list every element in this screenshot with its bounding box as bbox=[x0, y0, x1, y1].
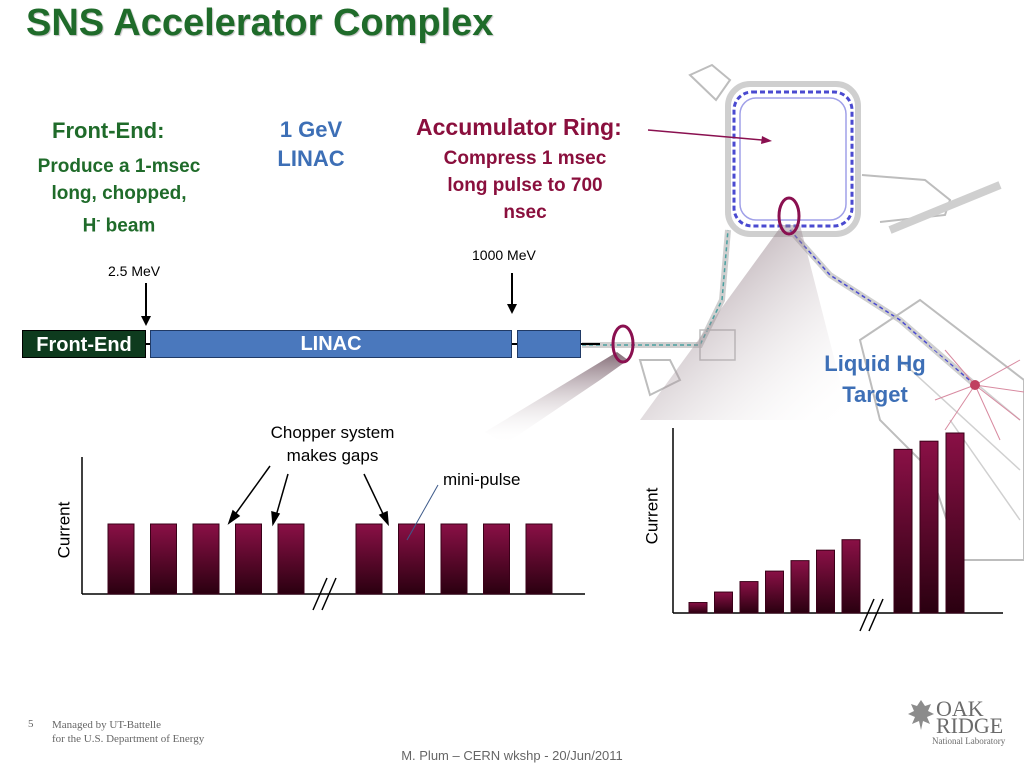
mini-pulse-bar bbox=[107, 523, 135, 595]
h-ion-charge: - bbox=[96, 213, 101, 227]
mini-pulse-pointer bbox=[406, 484, 439, 541]
h-ion-symbol: H bbox=[82, 215, 97, 237]
mini-pulse-bar bbox=[192, 523, 220, 595]
magnifier-cone-linac bbox=[485, 352, 628, 444]
ring-desc-line1: Compress 1 msec bbox=[443, 148, 607, 169]
ornl-leaf-icon bbox=[908, 700, 934, 730]
front-end-desc-line2: long, chopped, bbox=[51, 183, 187, 204]
front-end-desc-line1: Produce a 1-msec bbox=[37, 156, 201, 177]
energy-label-2-5mev: 2.5 MeV bbox=[108, 263, 161, 279]
beam-word: beam bbox=[100, 215, 156, 237]
highlight-ellipse-ring bbox=[777, 196, 801, 236]
chopper-label: Chopper system makes gaps bbox=[255, 421, 410, 467]
plot-left-pulses bbox=[107, 523, 553, 595]
magnifier-cone-ring bbox=[640, 225, 850, 420]
linac-box: LINAC bbox=[150, 330, 512, 358]
mini-pulse-bar bbox=[398, 523, 425, 595]
chopper-label-line2: makes gaps bbox=[286, 446, 379, 465]
accumulated-pulse-bar bbox=[816, 549, 835, 614]
accumulated-pulse-bar bbox=[739, 581, 759, 614]
chopper-label-line1: Chopper system bbox=[270, 423, 395, 442]
plot-right-ylabel: Current bbox=[642, 487, 662, 545]
target-label: Liquid Hg Target bbox=[810, 348, 940, 410]
footer-managed-by: Managed by UT-Battelle for the U.S. Depa… bbox=[52, 718, 204, 746]
mini-pulse-bar bbox=[525, 523, 553, 595]
front-end-box: Front-End bbox=[22, 330, 146, 358]
accumulated-pulse-bar bbox=[841, 539, 861, 614]
accumulated-pulse-bar bbox=[765, 570, 784, 614]
energy-label-1000mev: 1000 MeV bbox=[472, 247, 536, 263]
linac-heading-line2: LINAC bbox=[277, 146, 345, 171]
accumulated-pulse-bar bbox=[688, 602, 708, 614]
mini-pulse-bar bbox=[277, 523, 305, 595]
ring-heading: Accumulator Ring: bbox=[416, 114, 622, 140]
mini-pulse-label: mini-pulse bbox=[443, 470, 521, 489]
footer-credit: M. Plum – CERN wkshp - 20/Jun/2011 bbox=[401, 748, 623, 763]
linac-heading: 1 GeV LINAC bbox=[266, 115, 356, 173]
target-label-line1: Liquid Hg bbox=[824, 351, 926, 376]
accumulated-pulse-bar bbox=[945, 432, 965, 614]
footer-managed-line1: Managed by UT-Battelle bbox=[52, 719, 161, 731]
linac-box-end bbox=[517, 330, 581, 358]
front-end-desc-line3: H- beam bbox=[14, 207, 224, 239]
ring-description: Compress 1 msec long pulse to 700 nsec bbox=[425, 145, 625, 226]
plot-left-ylabel: Current bbox=[54, 501, 74, 559]
ornl-logo-oak: OAK bbox=[936, 696, 984, 721]
front-end-description: Produce a 1-msec long, chopped, H- beam bbox=[14, 153, 224, 239]
ring-facility-layout bbox=[582, 63, 1024, 561]
mini-pulse-bar bbox=[355, 523, 383, 595]
mini-pulse-bar bbox=[483, 523, 510, 595]
plot-right-pulses bbox=[688, 432, 965, 614]
accumulated-pulse-bar bbox=[893, 448, 913, 614]
mini-pulse-bar bbox=[235, 523, 262, 595]
mini-pulse-bar bbox=[440, 523, 468, 595]
chopper-arrows bbox=[227, 465, 389, 527]
footer-managed-line2: for the U.S. Department of Energy bbox=[52, 733, 205, 745]
accumulated-pulse-bar bbox=[714, 591, 733, 614]
accumulated-pulse-bar bbox=[919, 440, 939, 614]
linac-heading-line1: 1 GeV bbox=[279, 117, 343, 142]
ring-pointer-arrow bbox=[647, 129, 772, 144]
ornl-logo-national-laboratory: National Laboratory bbox=[932, 736, 1006, 746]
plot-right-break-mark bbox=[859, 598, 884, 632]
energy-arrow-2-5mev bbox=[141, 283, 151, 326]
slide-number: 5 bbox=[28, 718, 34, 730]
highlight-ellipse-linac bbox=[611, 324, 635, 364]
plot-left-break-mark bbox=[312, 577, 337, 611]
ring-desc-line3: nsec bbox=[503, 202, 547, 223]
accumulated-pulse-bar bbox=[790, 560, 810, 614]
energy-arrow-1000mev bbox=[507, 273, 517, 314]
front-end-heading: Front-End: bbox=[52, 118, 165, 143]
ring-desc-line2: long pulse to 700 bbox=[447, 175, 603, 196]
mini-pulse-bar bbox=[150, 523, 177, 595]
ornl-logo-ridge: RIDGE bbox=[936, 713, 1004, 738]
slide-title: SNS Accelerator Complex bbox=[26, 2, 494, 44]
target-label-line2: Target bbox=[842, 382, 908, 407]
